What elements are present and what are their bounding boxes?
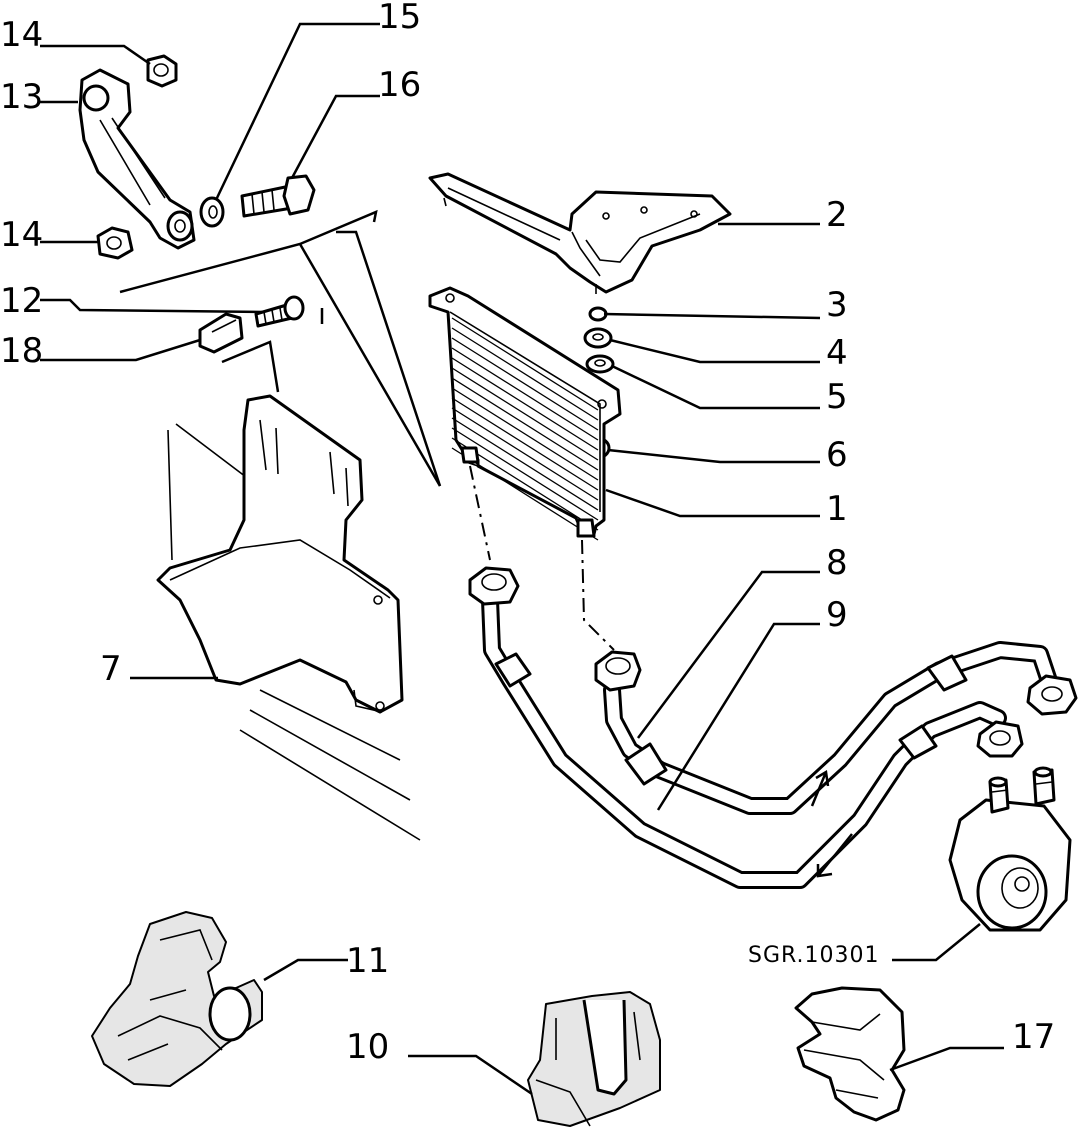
cooler-fin — [451, 427, 599, 521]
callout-labels: 14 15 13 16 14 12 18 2 3 4 5 6 1 8 9 7 1… — [0, 0, 1055, 1067]
part-16-bolt — [240, 174, 316, 218]
flow-arrow-down-icon — [816, 833, 853, 878]
part-13-bracket — [78, 68, 196, 250]
callout-17: 17 — [1012, 1017, 1055, 1057]
cooler-fin — [451, 407, 599, 501]
hose-9-fitting-top — [468, 566, 520, 606]
part-5-washer — [585, 354, 615, 374]
oil-filter-adapter — [948, 766, 1072, 932]
callout-13: 13 — [0, 77, 43, 117]
diagram-code: SGR.10301 — [748, 943, 880, 968]
part-8-hose — [603, 641, 1059, 815]
centerline-a — [469, 465, 491, 561]
part-17-clamp — [794, 986, 906, 1122]
part-2-bracket — [428, 172, 732, 294]
cooler-fin — [451, 417, 599, 511]
callout-15: 15 — [378, 0, 421, 37]
callout-8: 8 — [826, 543, 848, 583]
cooler-fin — [451, 337, 599, 431]
callout-1: 1 — [826, 489, 848, 529]
part-11-clamp — [91, 911, 263, 1087]
callout-7: 7 — [100, 649, 122, 689]
cooler-fin — [451, 317, 599, 411]
flow-arrow-up-icon — [810, 769, 830, 807]
cooler-fin — [451, 347, 599, 441]
callout-18: 18 — [0, 331, 43, 371]
callout-6: 6 — [826, 435, 848, 475]
hose-9-fitting-end — [976, 720, 1024, 758]
callout-4: 4 — [826, 333, 848, 373]
cooler-fin — [451, 387, 599, 481]
callout-12: 12 — [0, 281, 43, 321]
body-line-a — [119, 209, 378, 294]
body-line-d — [221, 340, 280, 393]
callout-10: 10 — [346, 1027, 389, 1067]
callout-16: 16 — [378, 65, 421, 105]
part-3-bushing — [588, 306, 608, 322]
callout-9: 9 — [826, 595, 848, 635]
part-4-nut — [583, 327, 613, 349]
body-line-b — [336, 230, 442, 487]
cooler-fin — [451, 367, 599, 461]
centerline-b — [581, 539, 615, 651]
callout-14-bottom: 14 — [0, 215, 43, 255]
leader-lines — [40, 22, 1004, 1096]
part-15-washer — [199, 196, 225, 228]
callout-14-top: 14 — [0, 15, 43, 55]
callout-5: 5 — [826, 377, 848, 417]
part-7-guard — [156, 394, 421, 841]
cooler-fin — [451, 357, 599, 451]
body-line-c — [298, 243, 442, 487]
part-9-hose — [481, 591, 1007, 889]
part-12-screw — [254, 295, 305, 328]
callout-3: 3 — [826, 285, 848, 325]
part-18-clip — [198, 312, 244, 354]
hose-8-fitting-top — [594, 650, 642, 692]
cooler-fins — [451, 317, 599, 541]
hose-8-fitting-end — [1026, 674, 1078, 716]
cooler-fin — [451, 377, 599, 471]
cooler-fin — [451, 327, 599, 421]
callout-2: 2 — [826, 195, 848, 235]
part-14-nut-top — [146, 54, 178, 88]
part-1-oil-cooler — [428, 286, 622, 541]
cooler-fin — [451, 397, 599, 491]
part-10-clip — [527, 991, 661, 1127]
part-14-nut-bottom — [96, 226, 134, 260]
callout-11: 11 — [346, 941, 389, 981]
